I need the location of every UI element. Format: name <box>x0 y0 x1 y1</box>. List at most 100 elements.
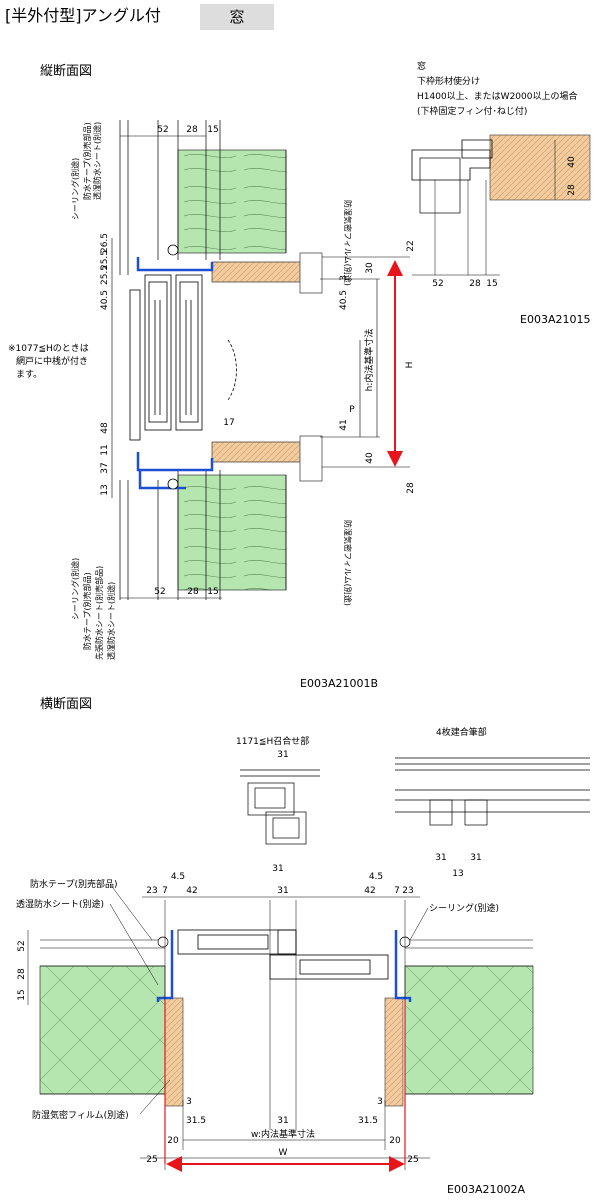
vertical-section-title: 縦断面図 <box>40 64 93 79</box>
sealing-label-bottom: シーリング(別途) <box>70 558 80 620</box>
sill-wood <box>211 441 305 463</box>
top-dimensions: 52 28 15 <box>120 125 219 137</box>
dim-text: 52 <box>17 940 27 951</box>
dim-text: 42 <box>186 886 197 896</box>
dim-text: 17 <box>223 418 234 428</box>
moisture-sheet-label: 透湿防水シート(別途) <box>92 122 102 200</box>
dim-text: 31.5 <box>358 1116 378 1126</box>
waterproof-tape-label: 防水テープ(別売部品) <box>30 878 117 890</box>
inset-line: 窓 <box>417 62 427 72</box>
head-wood <box>211 261 305 283</box>
dim-text: 20 <box>167 1136 179 1146</box>
dim-text: 40.5 <box>100 290 110 310</box>
top-insulation <box>177 149 287 254</box>
dim-text: 40 <box>365 452 375 464</box>
vertical-code: E003A21001B <box>300 677 379 690</box>
dim-text: 48 <box>100 422 110 434</box>
dim-text: 28 <box>186 125 198 135</box>
bottom-insulation <box>177 474 287 591</box>
wall-lines <box>119 120 287 600</box>
dim-text: 31 <box>277 750 288 760</box>
dim-text: 52 <box>432 279 443 289</box>
w-label: W <box>279 1148 288 1158</box>
dim-text: 28 <box>17 968 27 980</box>
joint-title: 4枚建合筆部 <box>436 726 487 738</box>
dim-text: 25.5 <box>100 265 110 285</box>
left-jamb-wood <box>164 997 184 1107</box>
meeting-title: 1171≦H召合せ部 <box>236 735 309 747</box>
dim-text: 25 <box>407 1155 418 1165</box>
film-label: 防湿気密フィルム(別途) <box>32 1109 129 1121</box>
left-insulation <box>39 965 166 1095</box>
horizontal-section-title: 横断面図 <box>40 697 93 712</box>
horizontal-frame <box>156 930 412 1002</box>
right-jamb-wood <box>384 997 404 1107</box>
window-type-badge: 窓 <box>200 4 274 30</box>
dim-text: 15 <box>17 989 27 1000</box>
dim-text: 25.5 <box>100 250 110 270</box>
dim-text: 23 <box>402 886 413 896</box>
note-line: 網戸に中桟が付き <box>16 357 89 367</box>
dim-text: 31 <box>277 886 288 896</box>
dim-text: 28 <box>187 587 199 597</box>
dim-text: 28 <box>469 279 481 289</box>
left-dimensions: 26.5 25.5 25.5 40.5 48 11 37 13 <box>100 233 113 498</box>
film-label-top: 防湿気密フィルム(別途) <box>343 200 353 286</box>
note-line: ます。 <box>16 370 43 380</box>
dim-text: 28 <box>406 482 416 494</box>
dim-text: 13 <box>452 869 463 879</box>
horizontal-labels: 防水テープ(別売部品) 透湿防水シート(別途) シーリング(別途) 防湿気密フィ… <box>16 878 499 1121</box>
dim-text: 52 <box>154 587 165 597</box>
inset-line: (下枠固定フィン付･ねじ付) <box>417 107 528 117</box>
horizontal-sashes <box>177 929 389 980</box>
p-label: P <box>349 405 355 415</box>
moisture-sheet-label-bottom: 透湿防水シート(別途) <box>106 582 116 660</box>
dim-text: 4.5 <box>171 872 185 882</box>
page-title: [半外付型]アングル付 <box>5 6 161 25</box>
vertical-note: ※1077≦Hのときは 網戸に中桟が付き ます。 <box>8 343 89 382</box>
dim-text: 15 <box>207 587 218 597</box>
inset-code: E003A21015 <box>520 313 591 326</box>
dim-text: 31 <box>277 1116 288 1126</box>
inset-line: H1400以上、またはW2000以上の場合 <box>417 92 578 102</box>
dim-text: 30 <box>365 262 375 274</box>
horizontal-top-dimensions: 23 7 4.5 42 31 4.5 42 7 23 <box>142 872 420 898</box>
dim-text: 3 <box>377 1097 383 1107</box>
head-trim <box>299 252 323 294</box>
dim-text: 41 <box>339 419 349 430</box>
dim-text: 3 <box>186 1097 192 1107</box>
sealing-label: シーリング(別途) <box>429 902 499 914</box>
dim-text: 37 <box>100 462 110 473</box>
dim-text: 20 <box>389 1136 401 1146</box>
horizontal-section: 1171≦H召合せ部 31 31 4枚建合筆部 31 31 13 <box>16 726 590 1172</box>
waterproof-tape-label: 防水テープ(別売部品) <box>82 122 92 200</box>
bottom-dimensions: 52 28 15 <box>120 587 222 599</box>
inner-std-label: h:内法基準寸法 <box>363 329 375 392</box>
dim-text: 42 <box>364 886 375 896</box>
sashes <box>129 274 237 441</box>
right-dimensions: 22 30 3 40.5 17 41 40 28 h:内法基準寸法 P H <box>223 240 416 493</box>
dim-text: 28 <box>567 184 577 196</box>
dim-text: 3 <box>339 275 349 281</box>
horizontal-code: E003A21002A <box>447 1183 525 1196</box>
dim-text: 7 <box>394 886 400 896</box>
dim-text: 15 <box>486 279 497 289</box>
vertical-section: 52 28 15 52 28 15 26.5 25.5 25.5 40.5 48… <box>70 120 416 660</box>
vertical-labels: シーリング(別途) 防水テープ(別売部品) 透湿防水シート(別途) 防湿気密フィ… <box>70 122 353 660</box>
pre-sheet-label: 先張防水シート(別売部品) <box>94 566 104 660</box>
inner-std-label-horizontal: w:内法基準寸法 <box>251 1128 315 1140</box>
dim-text: 25 <box>146 1155 157 1165</box>
dim-text: 22 <box>406 240 416 251</box>
dim-text: 31 <box>272 864 283 874</box>
dim-text: 15 <box>207 125 218 135</box>
inset-note: 窓 下枠形材使分け H1400以上、またはW2000以上の場合 (下枠固定フィン… <box>417 60 577 120</box>
dim-text: 31 <box>435 853 446 863</box>
moisture-sheet-label: 透湿防水シート(別途) <box>16 898 104 910</box>
h-label: H <box>405 362 415 369</box>
dim-text: 40.5 <box>339 290 349 310</box>
note-line: ※1077≦Hのときは <box>8 344 89 354</box>
sealing-label: シーリング(別途) <box>70 158 80 220</box>
dim-text: 11 <box>100 444 110 455</box>
dim-text: 4.5 <box>369 872 383 882</box>
sill-trim <box>299 435 323 482</box>
